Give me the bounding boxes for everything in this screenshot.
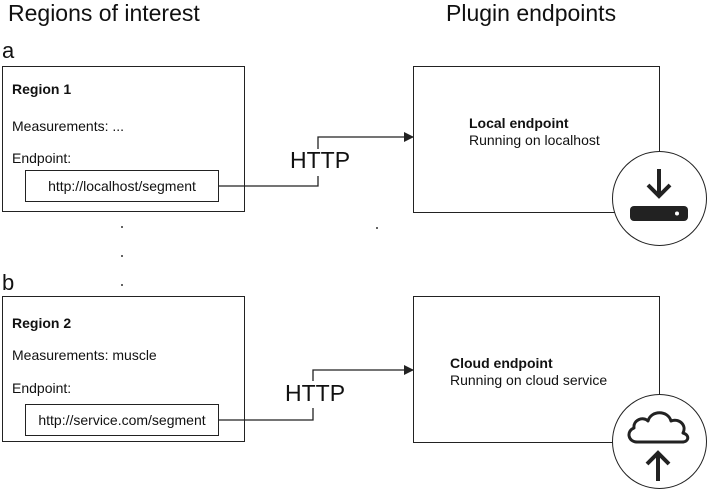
heading-endpoints: Plugin endpoints — [446, 0, 617, 26]
region-endpoint-label: Endpoint: — [12, 150, 72, 166]
ellipsis-dot — [121, 226, 123, 228]
cloud-endpoint-badge — [612, 394, 707, 489]
region-title: Region 1 — [12, 81, 72, 97]
http-label: HTTP — [290, 147, 351, 173]
panel-label-b: b — [2, 270, 15, 295]
download-server-icon — [630, 169, 688, 221]
stray-mark — [376, 227, 378, 229]
endpoint-subtitle: Running on localhost — [469, 132, 600, 148]
endpoint-title: Cloud endpoint — [450, 355, 553, 371]
endpoint-url-field: http://localhost/segment — [25, 170, 219, 202]
region-measurements: Measurements: muscle — [12, 347, 157, 363]
region-endpoint-label: Endpoint: — [12, 380, 72, 396]
http-label: HTTP — [285, 380, 346, 406]
connector-a — [219, 132, 414, 187]
endpoint-subtitle: Running on cloud service — [450, 372, 608, 388]
region-title: Region 2 — [12, 315, 72, 331]
ellipsis-dot — [121, 255, 123, 257]
ellipsis-dot — [121, 284, 123, 286]
endpoint-url-field: http://service.com/segment — [25, 404, 219, 436]
connector-b — [219, 365, 414, 421]
panel-label-a: a — [2, 38, 15, 63]
endpoint-title: Local endpoint — [469, 115, 569, 131]
region-measurements: Measurements: ... — [12, 118, 125, 134]
heading-regions: Regions of interest — [8, 0, 200, 26]
local-endpoint-badge — [612, 151, 707, 246]
endpoint-box-cloud: Cloud endpoint Running on cloud service — [413, 296, 660, 443]
cloud-upload-icon — [627, 411, 690, 481]
